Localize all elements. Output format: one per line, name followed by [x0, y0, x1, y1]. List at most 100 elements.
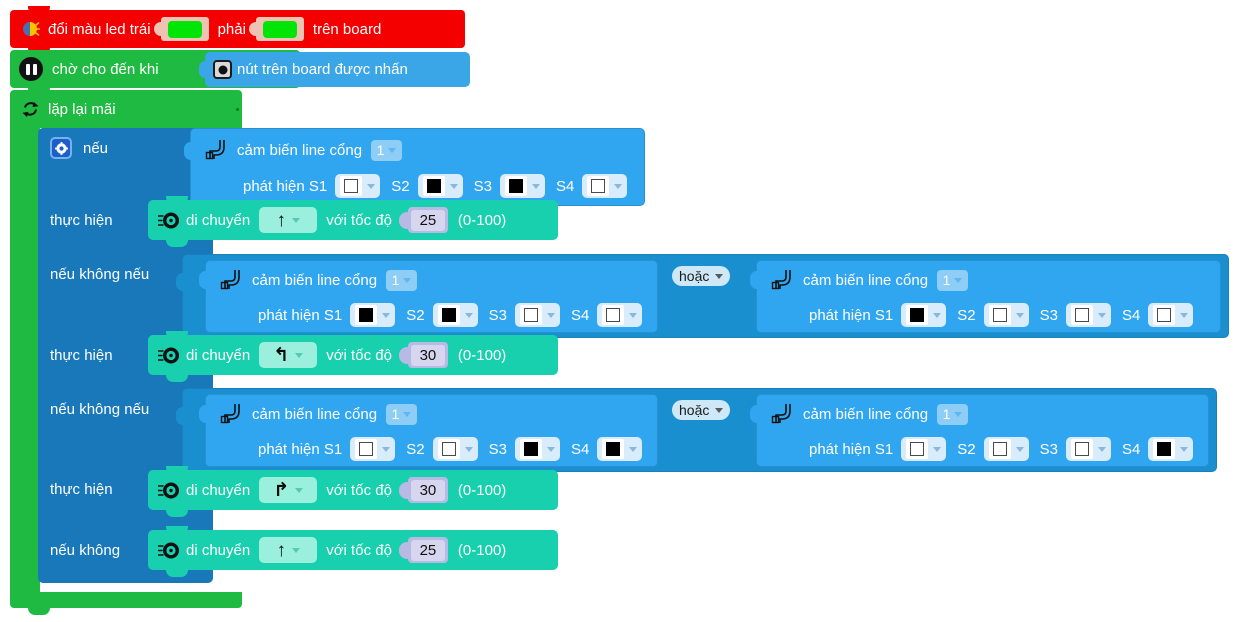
move-block-3[interactable]: di chuyển ↱ với tốc độ 30 (0-100): [148, 466, 558, 517]
sensor-s2-dropdown-1[interactable]: [417, 174, 463, 198]
sensor-s4-dropdown-3a[interactable]: [597, 437, 643, 461]
block-notch-top: [166, 196, 188, 204]
if-row-else: nếu không: [38, 530, 213, 570]
line-sensor-reporter-2a[interactable]: cảm biến line cổng 1 phát hiện S1 S2 S3: [199, 260, 658, 333]
button-pressed-reporter[interactable]: nút trên board được nhấn: [199, 52, 470, 87]
sensor-state-glyph: [441, 442, 456, 456]
sensor-s1-dropdown-3a[interactable]: [350, 437, 396, 461]
reporter-plug: [750, 405, 760, 423]
led-color-block[interactable]: đổi màu led trái phải trên board: [10, 6, 465, 55]
sensor-s3-dropdown-3b[interactable]: [1065, 437, 1111, 461]
sensor-port-dropdown-2a[interactable]: 1: [386, 269, 418, 291]
sensor-state-glyph: [606, 442, 621, 456]
led-label-right: phải: [217, 20, 246, 38]
led-color-chip-left: [167, 20, 202, 38]
sensor-detect-row: phát hiện S1 S2 S3 S4: [809, 437, 1194, 461]
sensor-port-dropdown-3a[interactable]: 1: [386, 403, 418, 425]
move-direction-dropdown-3[interactable]: ↱: [259, 477, 318, 503]
sensor-s3-dropdown-1[interactable]: [499, 174, 545, 198]
sensor-state-glyph: [591, 179, 606, 193]
sensor-detect-row: phát hiện S1 S2 S3 S4: [809, 303, 1194, 327]
sensor-title-3a: cảm biến line cổng: [252, 405, 378, 423]
move-speed-input-3[interactable]: 30: [398, 477, 448, 503]
sensor-port-value-2b: 1: [942, 272, 951, 288]
sensor-s1-dropdown-3b[interactable]: [901, 437, 947, 461]
chevron-down-icon: [295, 487, 304, 493]
chevron-down-icon: [295, 352, 304, 358]
direction-arrow-icon: ↑: [276, 209, 286, 231]
line-sensor-reporter-2b[interactable]: cảm biến line cổng 1 phát hiện S1 S2 S3: [750, 260, 1221, 333]
line-sensor-reporter-3a[interactable]: cảm biến line cổng 1 phát hiện S1 S2 S3: [199, 394, 658, 467]
move-block-2[interactable]: di chuyển ↰ với tốc độ 30 (0-100): [148, 331, 558, 382]
s2-label-3a: S2: [406, 440, 425, 458]
led-color-picker-left[interactable]: [153, 17, 209, 41]
chevron-down-icon: [367, 183, 376, 189]
move-label-4: di chuyển: [186, 541, 251, 559]
sensor-detect-row: phát hiện S1 S2 S3 S4: [258, 437, 643, 461]
wait-until-label: chờ cho đến khi: [52, 60, 159, 78]
move-block-1[interactable]: di chuyển ↑ với tốc độ 25 (0-100): [148, 196, 558, 247]
sensor-s4-dropdown-2a[interactable]: [597, 303, 643, 327]
led-label-board: trên board: [312, 20, 382, 38]
sensor-s3-dropdown-3a[interactable]: [514, 437, 560, 461]
reporter-plug: [176, 273, 186, 291]
forever-loop-header: lặp lại mãi: [21, 90, 116, 128]
sensor-s1-dropdown-2b[interactable]: [901, 303, 947, 327]
sensor-state-glyph: [344, 179, 359, 193]
speed-value-4: 25: [410, 539, 446, 561]
sensor-s4-dropdown-1[interactable]: [582, 174, 628, 198]
sensor-s1-dropdown-1[interactable]: [335, 174, 381, 198]
sensor-port-dropdown-2b[interactable]: 1: [937, 269, 969, 291]
s3-label-1: S3: [473, 177, 492, 195]
or-dropdown-2[interactable]: hoặc: [672, 400, 731, 420]
chevron-down-icon: [546, 312, 555, 318]
sensor-port-row: cảm biến line cổng 1: [771, 403, 969, 425]
sensor-port-dropdown-3b[interactable]: 1: [937, 403, 969, 425]
wheel-icon: [157, 345, 180, 366]
s2-label-3b: S2: [957, 440, 976, 458]
sensor-s2-dropdown-3a[interactable]: [432, 437, 478, 461]
chevron-down-icon: [1097, 312, 1106, 318]
led-color-picker-right[interactable]: [248, 17, 304, 41]
reporter-plug: [750, 271, 760, 289]
chevron-down-icon: [291, 217, 300, 223]
move-speed-input-2[interactable]: 30: [398, 342, 448, 368]
do-label-3: thực hiện: [50, 480, 113, 498]
move-direction-dropdown-1[interactable]: ↑: [259, 207, 318, 233]
line-sensor-reporter-1[interactable]: cảm biến line cổng 1 phát hiện S1 S2 S3: [184, 128, 645, 206]
forever-loop-block[interactable]: lặp lại mãi: [10, 90, 242, 128]
move-direction-dropdown-4[interactable]: ↑: [259, 537, 318, 563]
sensor-s2-dropdown-2b[interactable]: [983, 303, 1029, 327]
block-notch-top: [166, 331, 188, 339]
s4-label-3a: S4: [570, 440, 590, 458]
sensor-s4-dropdown-2b[interactable]: [1148, 303, 1194, 327]
gear-icon[interactable]: [50, 137, 72, 159]
forever-loop-footer: [10, 592, 242, 615]
sensor-state-glyph: [359, 308, 374, 322]
move-direction-dropdown-2[interactable]: ↰: [259, 342, 318, 368]
sensor-s3-dropdown-2a[interactable]: [514, 303, 560, 327]
sensor-s4-dropdown-3b[interactable]: [1148, 437, 1194, 461]
sensor-s2-dropdown-3b[interactable]: [983, 437, 1029, 461]
or-operator-block-1[interactable]: hoặc cảm biến line cổng 1: [176, 254, 1229, 338]
block-notch-top: [166, 466, 188, 474]
sensor-s1-dropdown-2a[interactable]: [350, 303, 396, 327]
line-sensor-reporter-3b[interactable]: cảm biến line cổng 1 phát hiện S1 S2 S3: [750, 394, 1209, 467]
block-notch-bottom: [166, 569, 188, 577]
if-row-if[interactable]: nếu: [38, 128, 213, 168]
sensor-s3-dropdown-2b[interactable]: [1065, 303, 1111, 327]
move-speed-input-4[interactable]: 25: [398, 537, 448, 563]
or-dropdown-1[interactable]: hoặc: [672, 266, 731, 286]
wheel-icon: [157, 480, 180, 501]
if-row-elseif-1: nếu không nếu: [38, 254, 213, 294]
move-block-4[interactable]: di chuyển ↑ với tốc độ 25 (0-100): [148, 526, 558, 577]
move-speed-input-1[interactable]: 25: [398, 207, 448, 233]
speed-range-1: (0-100): [457, 211, 507, 229]
reporter-plug: [199, 61, 208, 78]
sensor-port-dropdown-1[interactable]: 1: [371, 139, 403, 161]
if-row-do-2: thực hiện: [38, 335, 213, 375]
sensor-s2-dropdown-2a[interactable]: [432, 303, 478, 327]
or-operator-block-2[interactable]: hoặc cảm biến line cổng 1: [176, 388, 1217, 472]
line-sensor-icon: [205, 139, 227, 161]
